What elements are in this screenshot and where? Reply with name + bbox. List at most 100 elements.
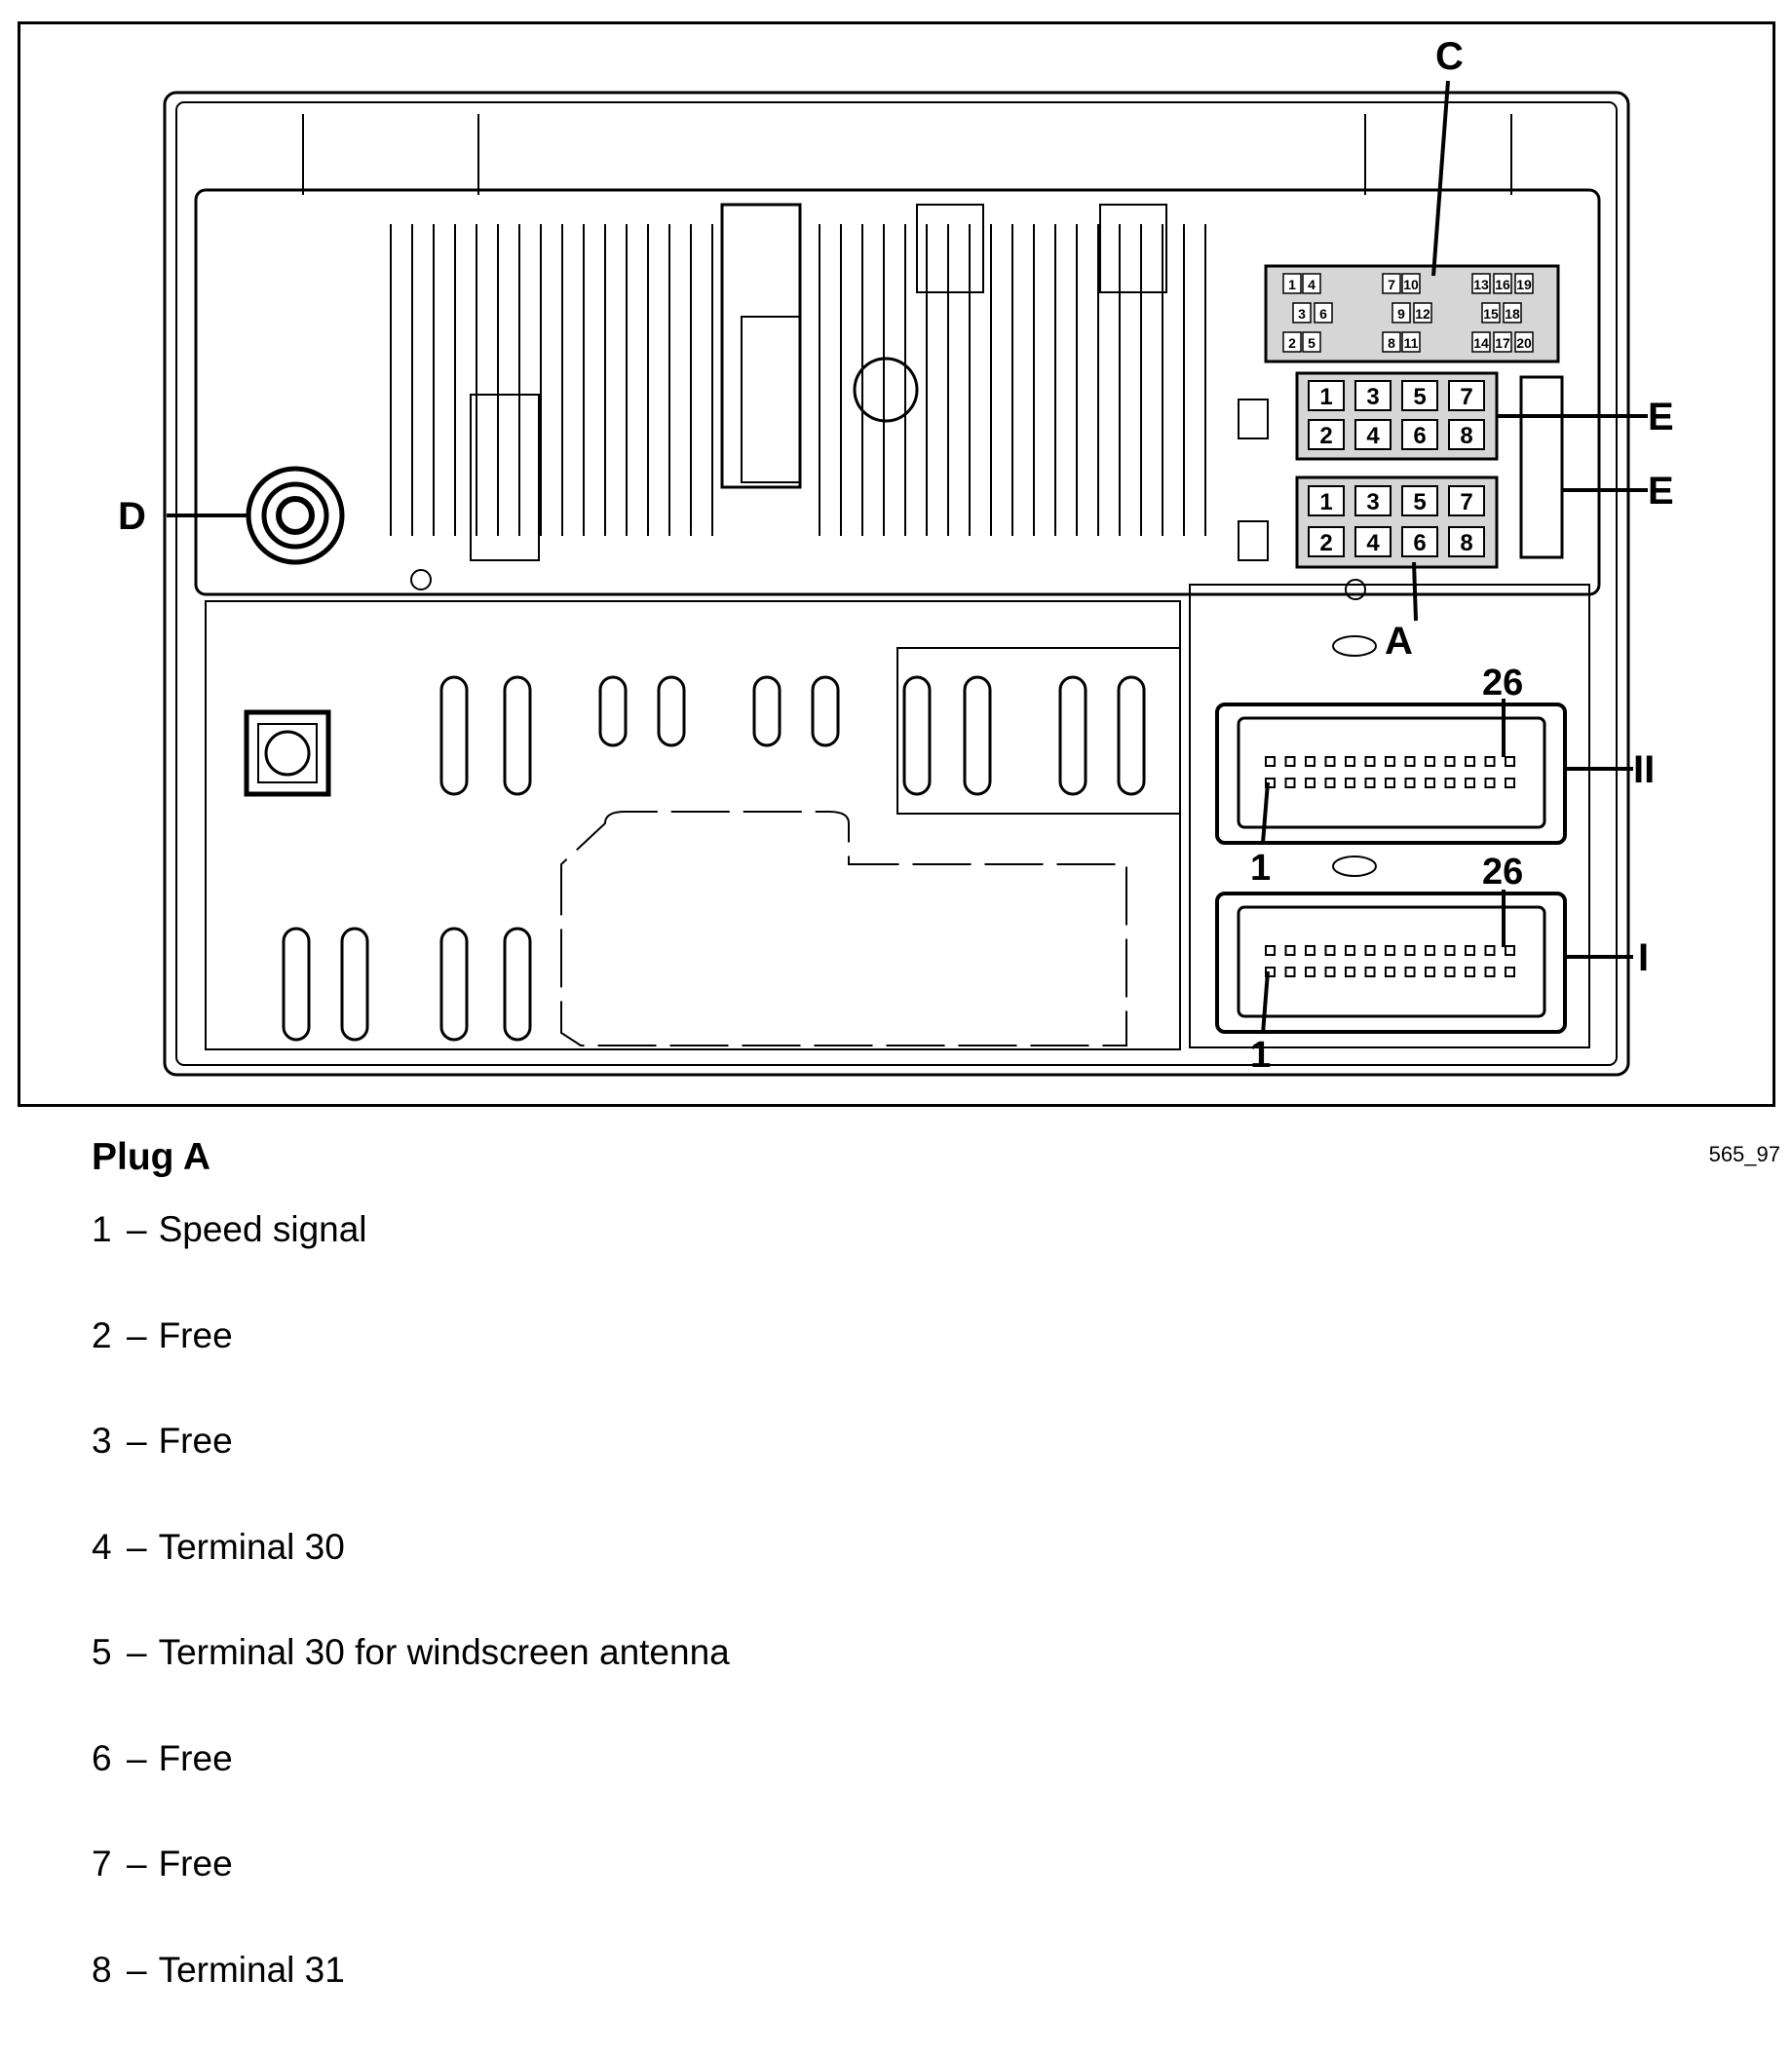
connector-contact (1406, 946, 1415, 955)
connector-contact (1486, 757, 1495, 766)
heat-sink-screw (855, 359, 917, 421)
pin-dash: – (127, 1631, 147, 1674)
pin-number: 1 (92, 1208, 115, 1251)
pin-assignment-item: 1–Speed signal (92, 1208, 730, 1314)
plug-e-pin-label: 7 (1460, 384, 1472, 410)
plug-c-pin-label: 20 (1516, 335, 1532, 351)
connector-contact (1386, 968, 1394, 976)
pin-number: 2 (92, 1314, 115, 1357)
legend-title: Plug A (92, 1136, 210, 1179)
plug-a-pin-label: 3 (1366, 489, 1379, 515)
vent-slot (659, 677, 684, 745)
connector-contact (1506, 946, 1514, 955)
connector-i (1217, 894, 1565, 1032)
plug-a-pin-label: 2 (1319, 530, 1332, 556)
plug-a-pin-label: 5 (1413, 489, 1426, 515)
plug-e-pin-label: 1 (1319, 384, 1332, 410)
plug-c-pin-label: 15 (1483, 306, 1499, 322)
vent-slot (965, 677, 990, 794)
connector-contact (1426, 968, 1434, 976)
pin-assignment-item: 7–Free (92, 1843, 730, 1949)
heat-sink-fins (391, 224, 1205, 536)
pin-number: 3 (92, 1420, 115, 1463)
connector-contact (1346, 757, 1354, 766)
connector-contact (1306, 946, 1315, 955)
connector-ii-pin-first: 1 (1250, 848, 1271, 889)
connector-contact (1406, 968, 1415, 976)
connector-contact (1446, 968, 1455, 976)
plug-c-pin-label: 9 (1397, 306, 1405, 322)
plug-a-pin-label: 6 (1413, 530, 1426, 556)
pin-description: Speed signal (159, 1208, 367, 1251)
plug-c-pin-label: 17 (1495, 335, 1510, 351)
pin-description: Terminal 31 (159, 1949, 345, 1992)
pin-description: Terminal 30 (159, 1526, 345, 1569)
connector-contact (1346, 968, 1354, 976)
pin-dash: – (127, 1949, 147, 1992)
pin-number: 5 (92, 1631, 115, 1674)
connector-contact (1286, 968, 1295, 976)
connector-contact (1306, 968, 1315, 976)
connector-contact (1466, 779, 1474, 787)
connector-i-pin-first: 1 (1250, 1035, 1271, 1076)
plug-e-pin-label: 4 (1366, 423, 1380, 449)
connector-contact (1306, 757, 1315, 766)
connector-contact (1446, 779, 1455, 787)
connector-contact (1366, 968, 1375, 976)
plug-c-pin-label: 4 (1308, 277, 1315, 292)
connector-contact (1506, 968, 1514, 976)
callout-e-lower: E (1648, 470, 1674, 513)
connector-contact (1266, 946, 1275, 955)
connector-contact (1326, 968, 1335, 976)
connector-contact (1346, 946, 1354, 955)
pin-description: Free (159, 1843, 233, 1885)
pin-dash: – (127, 1208, 147, 1251)
connector-contact (1386, 946, 1394, 955)
plug-c-pin-label: 13 (1473, 277, 1489, 292)
connector-contact (1346, 779, 1354, 787)
pin-assignment-item: 4–Terminal 30 (92, 1526, 730, 1632)
pin-description: Free (159, 1420, 233, 1463)
lower-left-panel (206, 601, 1180, 1049)
plug-e-pin-label: 6 (1413, 423, 1426, 449)
connector-ii-pin-last: 26 (1482, 663, 1523, 704)
vent-slot (600, 677, 626, 745)
connector-contact (1506, 757, 1514, 766)
pin-assignment-item: 3–Free (92, 1420, 730, 1526)
vent-slot (813, 677, 838, 745)
vent-slot (505, 677, 530, 794)
connector-ii (1217, 704, 1565, 843)
vent-slot (904, 677, 930, 794)
plug-c-pin-label: 1 (1288, 277, 1296, 292)
pin-dash: – (127, 1843, 147, 1885)
plug-e-pin-label: 5 (1413, 384, 1426, 410)
connector-contact (1406, 779, 1415, 787)
connector-contact (1386, 757, 1394, 766)
connector-contact (1426, 779, 1434, 787)
connector-contact (1286, 779, 1295, 787)
plug-c-pin-label: 16 (1495, 277, 1510, 292)
plug-a-pin-label: 1 (1319, 489, 1332, 515)
upper-bracket (722, 205, 800, 487)
connector-contact (1466, 968, 1474, 976)
plug-c-pin-label: 18 (1505, 306, 1520, 322)
vent-slot (342, 929, 367, 1040)
pin-dash: – (127, 1420, 147, 1463)
pin-dash: – (127, 1526, 147, 1569)
connector-contact (1486, 968, 1495, 976)
plug-c-pin-label: 12 (1415, 306, 1430, 322)
connector-contact (1446, 946, 1455, 955)
plug-a-pin-label: 8 (1460, 530, 1472, 556)
figure-id: 565_97 (1709, 1142, 1780, 1167)
connector-contact (1326, 757, 1335, 766)
pin-assignment-item: 5–Terminal 30 for windscreen antenna (92, 1631, 730, 1737)
pin-description: Free (159, 1737, 233, 1780)
callout-i: I (1638, 936, 1649, 979)
connector-contact (1446, 757, 1455, 766)
vent-slot (754, 677, 780, 745)
plug-c-pin-label: 10 (1403, 277, 1419, 292)
connector-contact (1326, 779, 1335, 787)
connector-contact (1426, 946, 1434, 955)
